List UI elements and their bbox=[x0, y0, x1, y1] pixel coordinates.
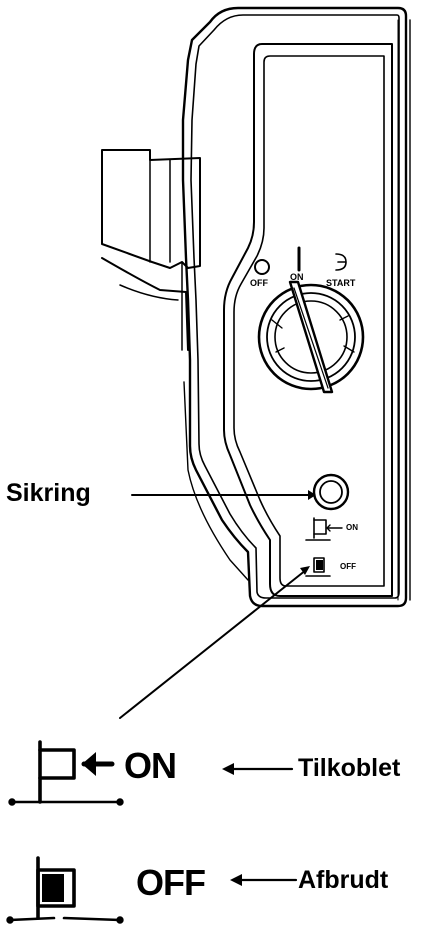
panel-off-label: OFF bbox=[340, 562, 356, 571]
on-meaning-label: Tilkoblet bbox=[298, 754, 401, 782]
fuse-callout: Sikring bbox=[6, 479, 91, 507]
panel-on-label: ON bbox=[346, 523, 358, 532]
mount-bracket bbox=[101, 149, 201, 269]
start-switch-label: START bbox=[326, 278, 356, 288]
start-position-mark bbox=[335, 253, 347, 271]
mount-lower bbox=[101, 257, 189, 351]
breaker-off-icon-small bbox=[305, 557, 331, 577]
breaker-on-icon bbox=[8, 740, 124, 806]
off-position-mark bbox=[254, 259, 270, 275]
on-switch-label: ON bbox=[290, 272, 304, 282]
fuse-button-icon[interactable] bbox=[312, 473, 350, 511]
front-plate-inner bbox=[233, 55, 385, 587]
breaker-on-icon-small bbox=[305, 517, 343, 541]
front-plate bbox=[223, 43, 393, 597]
on-meaning-arrow bbox=[222, 763, 294, 775]
panel-housing-inner bbox=[190, 14, 400, 599]
off-meaning-label: Afbrudt bbox=[298, 866, 389, 894]
off-switch-label: OFF bbox=[250, 278, 268, 288]
ignition-key-icon[interactable] bbox=[257, 280, 365, 394]
breaker-leader-line bbox=[119, 569, 307, 719]
on-state-label: ON bbox=[124, 745, 177, 786]
arrow-left-icon bbox=[81, 752, 115, 776]
panel-housing bbox=[181, 6, 408, 608]
breaker-off-icon bbox=[6, 856, 124, 924]
off-meaning-arrow bbox=[230, 874, 298, 886]
off-state-label: OFF bbox=[136, 862, 206, 903]
